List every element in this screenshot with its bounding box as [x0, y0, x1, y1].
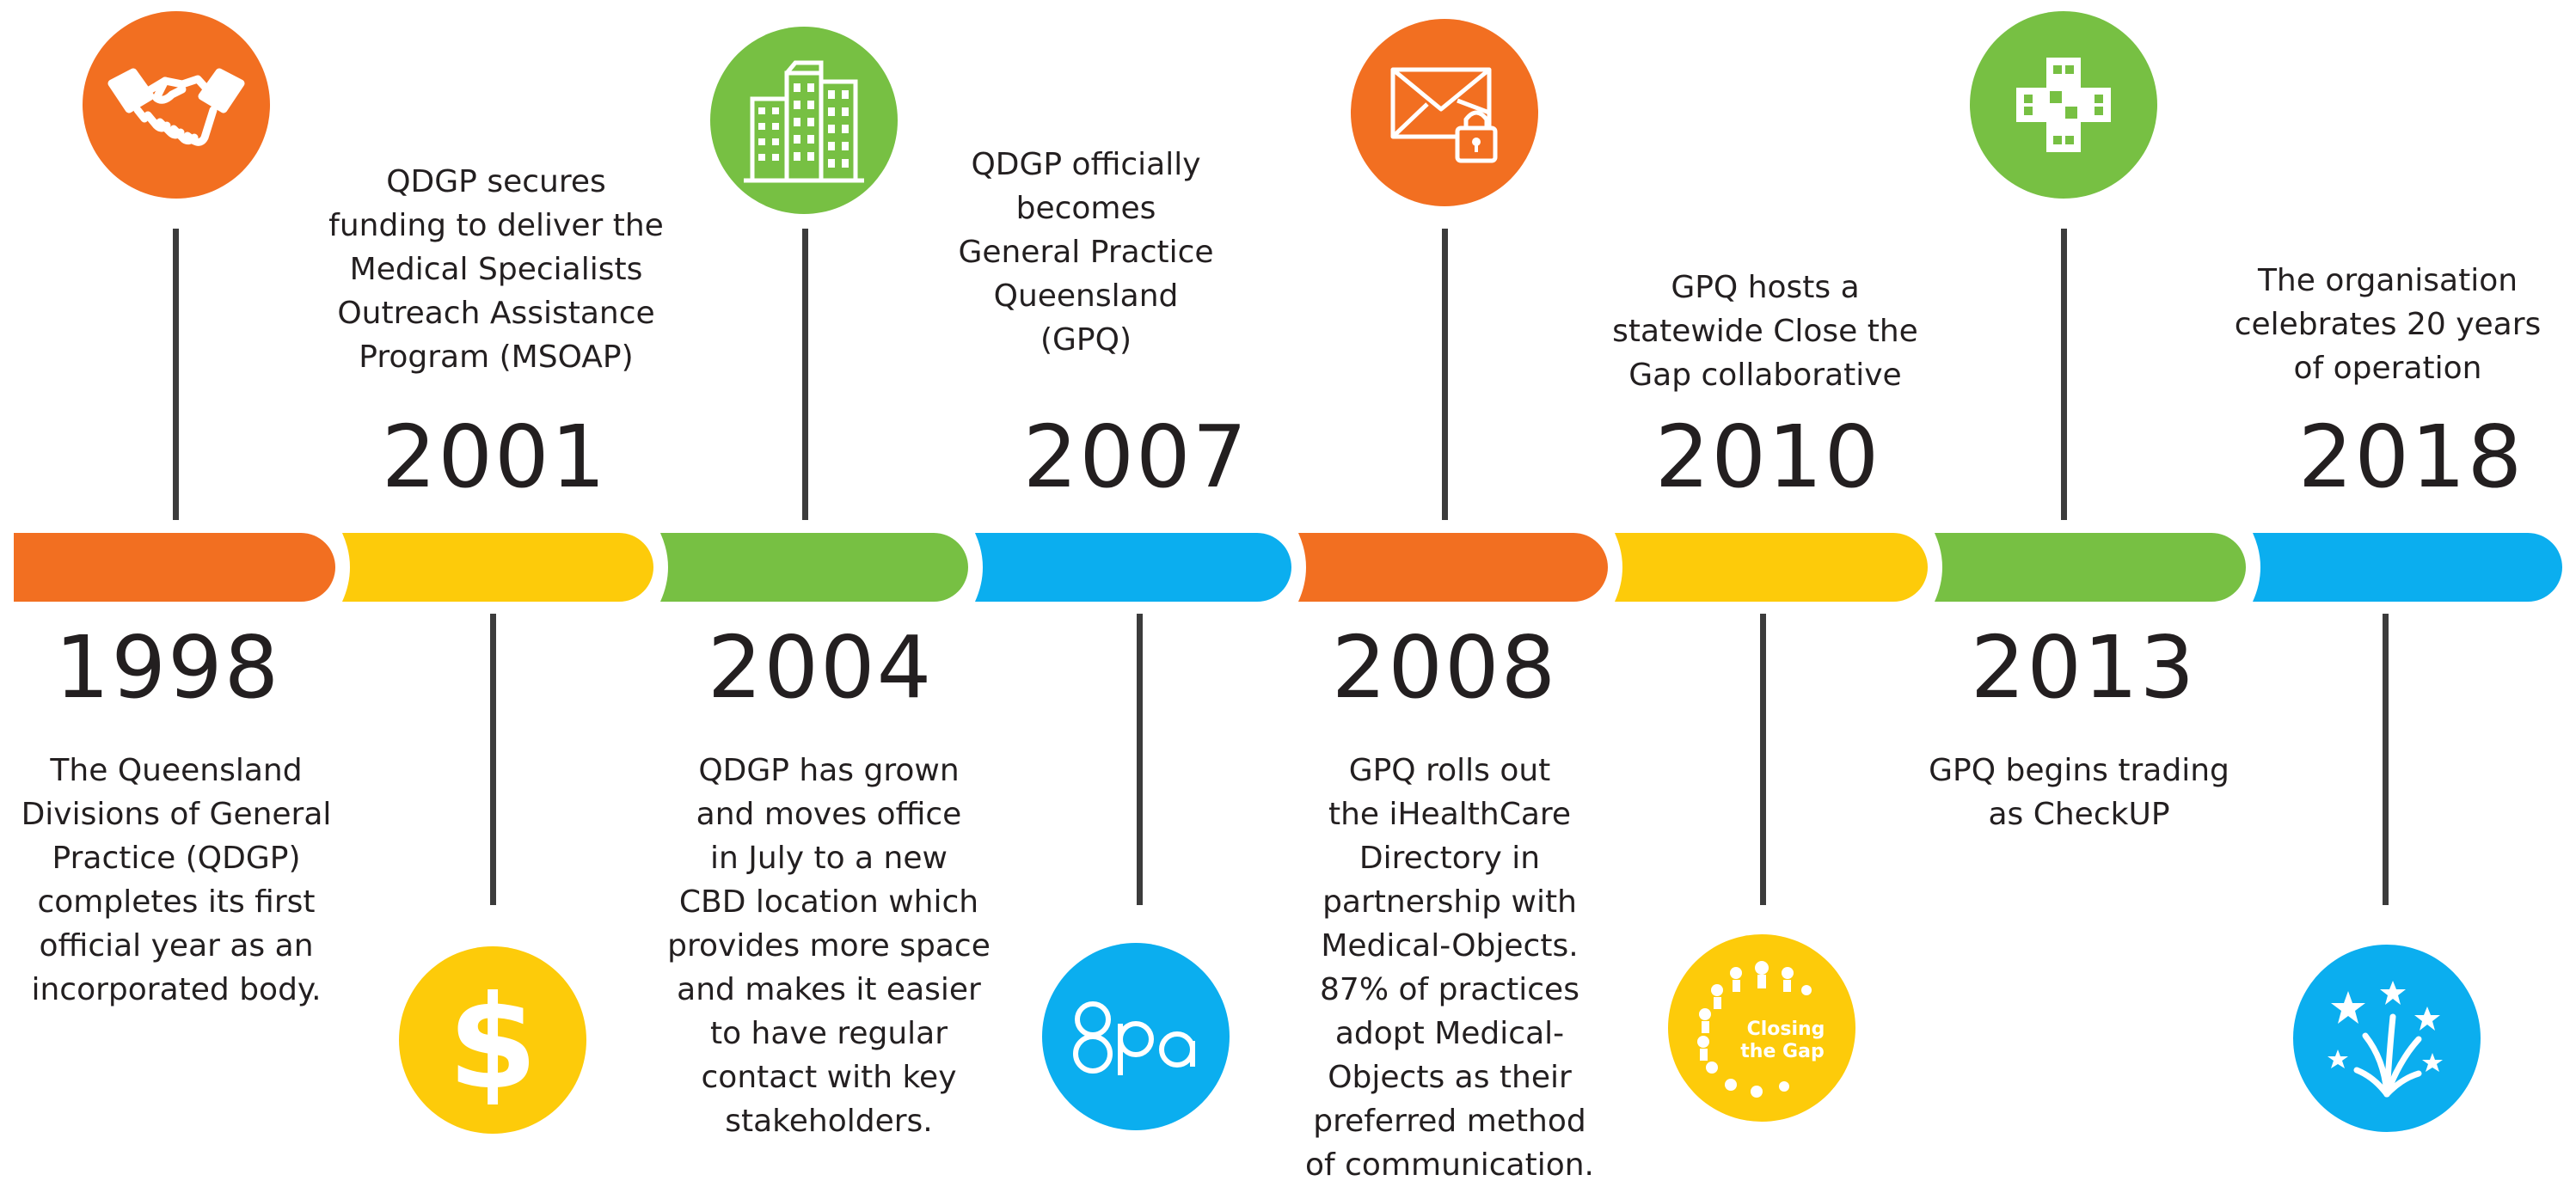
timeline-segment-1998 [14, 533, 335, 602]
milestone-1998-year: 1998 [54, 617, 281, 718]
timeline-bar [14, 533, 2562, 602]
milestone-2013-description: GPQ begins trading as CheckUP [1929, 753, 2229, 832]
milestone-2008-icon-circle [1351, 19, 1538, 206]
milestone-2008-description: GPQ rolls out the iHealthCare Directory … [1305, 753, 1594, 1183]
connector-2008 [1442, 229, 1448, 520]
milestone-2013-icon-circle [1970, 11, 2157, 199]
milestone-1998-description: The Queensland Divisions of General Prac… [21, 753, 332, 1007]
milestone-2004-icon-circle [710, 27, 898, 214]
connector-2018 [2383, 614, 2389, 905]
connector-2007 [1137, 614, 1143, 905]
timeline-segment-2010 [1615, 533, 1928, 602]
secure-mail-icon [1390, 67, 1498, 163]
timeline-segment-2013 [1935, 533, 2246, 602]
svg-text:$: $ [448, 976, 537, 1104]
closing-the-gap-logo: Closing the Gap [1697, 961, 1825, 1098]
closing-the-gap-line1: Closing [1747, 1019, 1825, 1040]
milestone-2004-description: QDGP has grown and moves office in July … [667, 753, 991, 1139]
milestone-2007-description: QDGP officially becomes General Practice… [958, 147, 1214, 358]
timeline-segment-2007 [975, 533, 1291, 602]
gpq-logo [1073, 1001, 1195, 1075]
milestone-2001-icon-circle: $ [399, 946, 586, 1134]
milestone-2004-year: 2004 [707, 617, 934, 718]
milestone-2001-year: 2001 [381, 407, 608, 507]
milestone-2010-description: GPQ hosts a statewide Close the Gap coll… [1612, 270, 1918, 393]
dollar-icon: $ [448, 976, 537, 1104]
connector-2004 [802, 229, 808, 520]
connector-2001 [490, 614, 496, 905]
checkup-logo [2016, 58, 2111, 152]
connector-2013 [2061, 229, 2067, 520]
timeline-segment-2018 [2253, 533, 2562, 602]
milestone-2018-year: 2018 [2297, 407, 2524, 507]
timeline-segment-2004 [660, 533, 968, 602]
buildings-icon [744, 60, 864, 183]
timeline-segment-2001 [342, 533, 653, 602]
milestone-2008-year: 2008 [1331, 617, 1558, 718]
handshake-icon [107, 68, 245, 146]
milestone-2013-year: 2013 [1970, 617, 2197, 718]
connector-2010 [1760, 614, 1766, 905]
milestone-2018-description: The organisation celebrates 20 years of … [2234, 263, 2542, 386]
connector-1998 [173, 229, 179, 520]
milestone-2001-description: QDGP secures funding to deliver the Medi… [328, 164, 664, 375]
milestone-2010-icon-circle: Closing the Gap [1668, 934, 1855, 1122]
closing-the-gap-line2: the Gap [1740, 1041, 1824, 1062]
milestone-2007-icon-circle [1042, 943, 1230, 1130]
milestone-2010-year: 2010 [1654, 407, 1881, 507]
milestone-2018-icon-circle [2293, 945, 2481, 1132]
milestone-1998-icon-circle [83, 11, 270, 199]
timeline-segment-2008 [1298, 533, 1608, 602]
fireworks-icon [2328, 981, 2443, 1098]
milestone-2007-year: 2007 [1022, 407, 1249, 507]
